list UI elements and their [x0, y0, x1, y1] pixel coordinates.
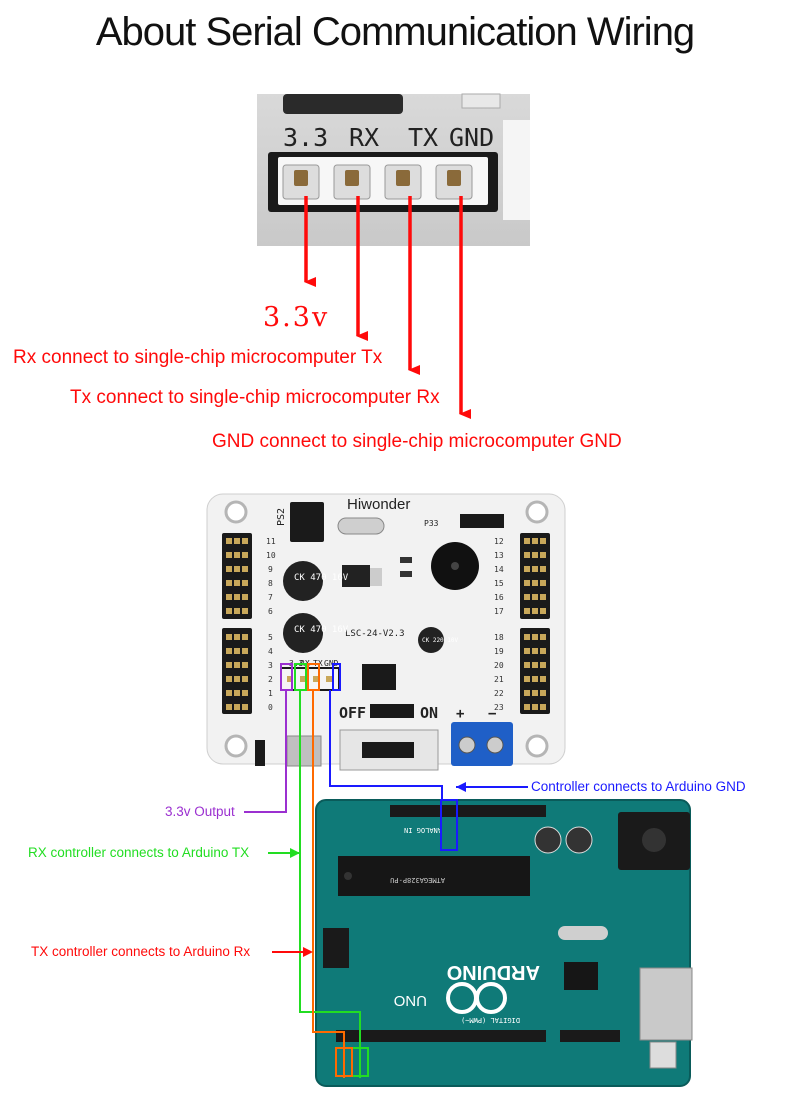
- cap-label-1: CK 470 16V: [294, 573, 349, 583]
- label-tx-connection: TX controller connects to Arduino Rx: [31, 944, 251, 959]
- arduino-labels: ARDUINO UNO ATMEGA328P-PU ANALOG IN DIGI…: [390, 826, 540, 1024]
- switch-on-label: ON: [420, 704, 438, 722]
- ps2-label: PS2: [276, 508, 287, 526]
- svg-text:7: 7: [268, 593, 273, 602]
- left-channel-numbers: 11 10 9 8 7 6 5 4 3 2 1 0: [266, 537, 276, 712]
- svg-text:23: 23: [494, 703, 504, 712]
- svg-text:17: 17: [494, 607, 504, 616]
- switch-off-label: OFF: [339, 704, 366, 722]
- arduino-chip: ATMEGA328P-PU: [390, 876, 445, 884]
- pin-label-33: 3.3: [283, 123, 328, 152]
- page-title: About Serial Communication Wiring: [95, 10, 695, 54]
- arduino-model: UNO: [394, 992, 427, 1009]
- tx-arduino-highlight: [335, 1047, 353, 1077]
- cap-label-3: CK 220 10V: [422, 637, 459, 644]
- controller-board: [206, 493, 566, 771]
- svg-text:15: 15: [494, 579, 504, 588]
- svg-text:11: 11: [266, 537, 276, 546]
- svg-text:4: 4: [268, 647, 273, 656]
- gnd-arduino-highlight: [440, 799, 458, 851]
- arduino-name: ARDUINO: [447, 961, 540, 983]
- svg-text:18: 18: [494, 633, 504, 642]
- svg-text:3: 3: [268, 661, 273, 670]
- svg-text:2: 2: [268, 675, 273, 684]
- svg-text:12: 12: [494, 537, 504, 546]
- label-33v-output: 3.3v Output: [165, 804, 235, 819]
- annotation-33v: 3.3v: [263, 302, 330, 333]
- svg-text:8: 8: [268, 579, 273, 588]
- svg-text:10: 10: [266, 551, 276, 560]
- tx-wire: [312, 690, 345, 1078]
- svg-text:9: 9: [268, 565, 273, 574]
- label-gnd-connection: Controller connects to Arduino GND: [531, 779, 746, 794]
- model-label: LSC-24-V2.3: [345, 629, 405, 639]
- svg-text:16: 16: [494, 593, 504, 602]
- right-channel-numbers: 12 13 14 15 16 17 18 19 20 21 22 23: [494, 537, 504, 712]
- gnd-pin-highlight: [332, 663, 341, 691]
- pin-label-rx: RX: [349, 123, 379, 152]
- pin-label-gnd: GND: [449, 123, 494, 152]
- svg-text:6: 6: [268, 607, 273, 616]
- terminal-plus: +: [456, 706, 464, 722]
- rx-wire-to-arduino: [299, 853, 361, 1078]
- annotation-gnd: GND connect to single-chip microcomputer…: [212, 431, 622, 452]
- terminal-minus: −: [488, 706, 496, 722]
- gnd-wire: [329, 690, 443, 800]
- arduino-analog: ANALOG IN: [404, 826, 442, 834]
- arduino-board: [315, 799, 693, 1087]
- annotation-rx: Rx connect to single-chip microcomputer …: [13, 347, 383, 368]
- svg-text:22: 22: [494, 689, 504, 698]
- svg-text:14: 14: [494, 565, 504, 574]
- svg-text:1: 1: [268, 689, 273, 698]
- annotation-tx: Tx connect to single-chip microcomputer …: [70, 387, 440, 408]
- svg-text:0: 0: [268, 703, 273, 712]
- arduino-digital: DIGITAL (PWM~): [461, 1016, 520, 1024]
- mini-pin-gnd: GND: [324, 659, 339, 668]
- cap-label-2: CK 470 16V: [294, 625, 349, 635]
- label-arrows: [268, 782, 528, 957]
- brand-label: Hiwonder: [347, 496, 410, 513]
- connector-photo: [257, 93, 530, 246]
- v33-wire: [244, 690, 287, 813]
- pin-arrows: [304, 196, 471, 419]
- label-rx-connection: RX controller connects to Arduino TX: [28, 845, 250, 860]
- p33-label: P33: [424, 519, 439, 528]
- svg-text:20: 20: [494, 661, 504, 670]
- svg-text:19: 19: [494, 647, 504, 656]
- svg-text:5: 5: [268, 633, 273, 642]
- svg-text:13: 13: [494, 551, 504, 560]
- svg-text:21: 21: [494, 675, 504, 684]
- pin-label-tx: TX: [408, 123, 438, 152]
- connector-pin-labels: 3.3 RX TX GND: [283, 123, 494, 152]
